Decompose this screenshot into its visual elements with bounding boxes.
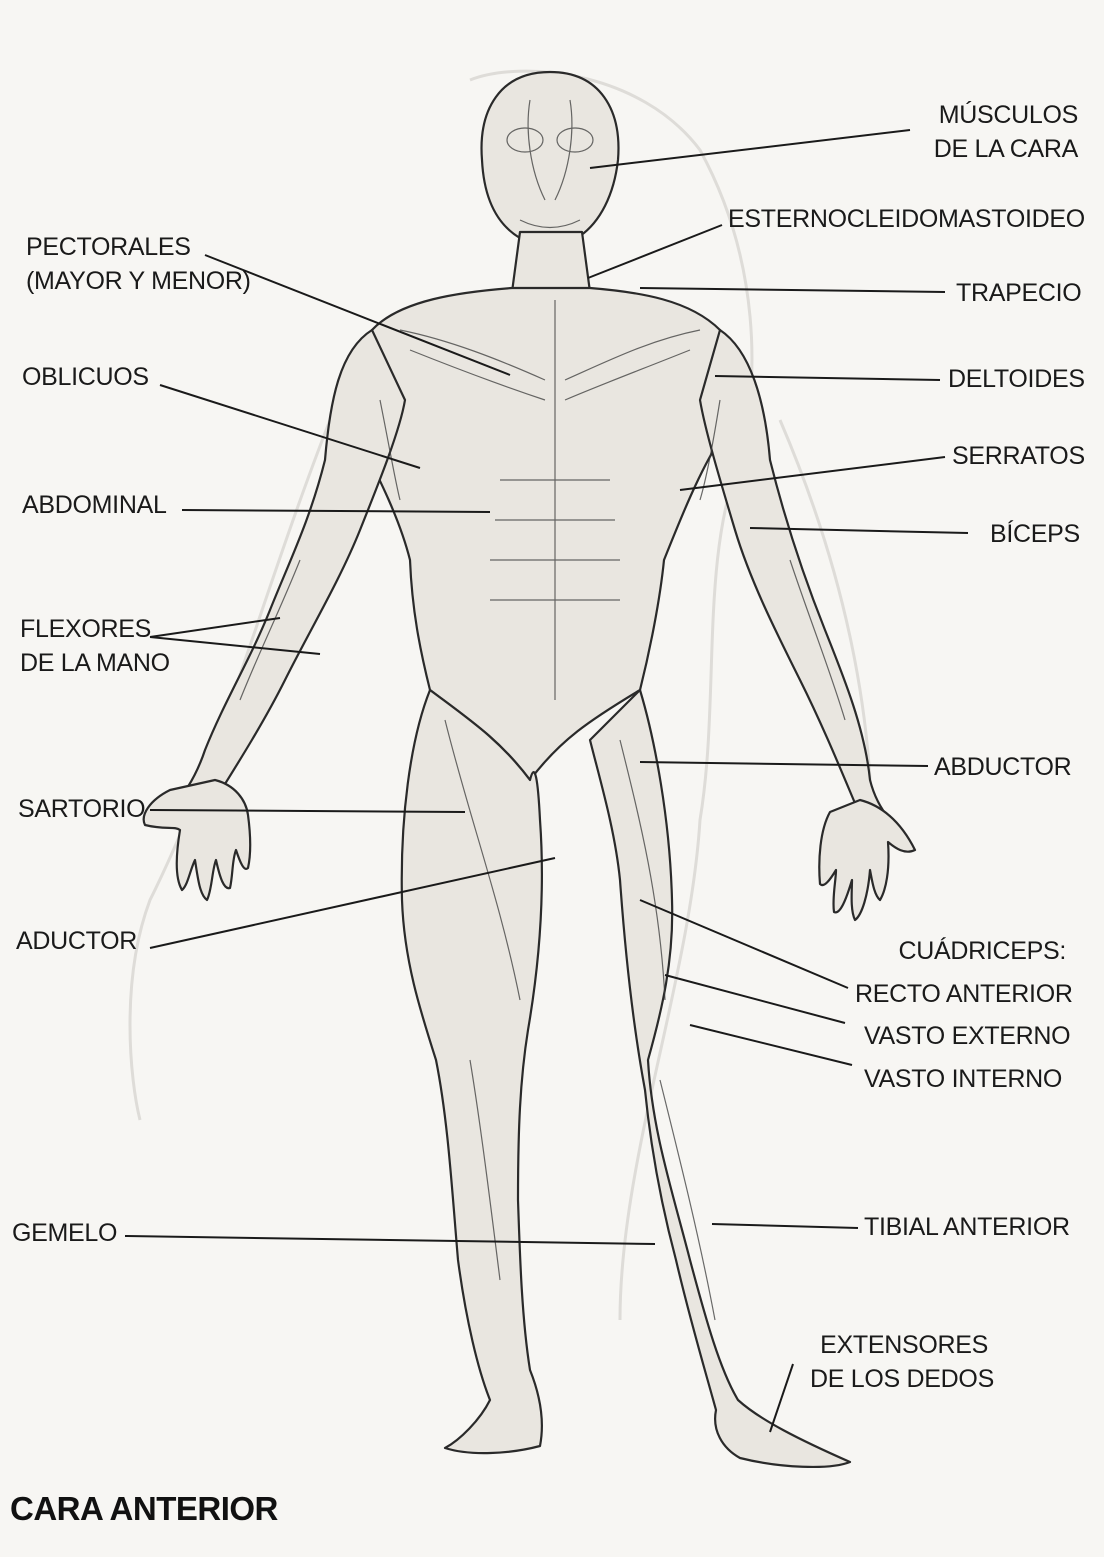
left-arm	[170, 330, 405, 815]
label-deltoides: DELTOIDES	[948, 362, 1085, 396]
label-abdominal: ABDOMINAL	[22, 488, 167, 522]
right-hand	[819, 800, 915, 920]
label-aductor: ADUCTOR	[16, 924, 137, 958]
label-esternocleidomastoideo: ESTERNOCLEIDOMASTOIDEO	[728, 202, 1085, 236]
label-musculos-cara-line1: MÚSCULOS	[900, 98, 1078, 132]
label-extensores-line1: EXTENSORES	[810, 1328, 988, 1362]
label-flexores-line2: DE LA MANO	[20, 646, 170, 680]
leader-gemelo	[125, 1236, 655, 1244]
label-pectorales-line1: PECTORALES	[26, 230, 251, 264]
leader-abductor	[640, 762, 928, 766]
label-musculos-cara-line2: DE LA CARA	[900, 132, 1078, 166]
label-gemelo: GEMELO	[12, 1216, 117, 1250]
label-abductor: ABDUCTOR	[934, 750, 1071, 784]
leader-vasto-interno	[690, 1025, 852, 1065]
label-serratos: SERRATOS	[952, 439, 1085, 473]
torso	[354, 288, 731, 780]
label-musculos-cara: MÚSCULOS DE LA CARA	[900, 98, 1078, 166]
label-flexores-line1: FLEXORES	[20, 612, 170, 646]
label-pectorales: PECTORALES (MAYOR Y MENOR)	[26, 230, 251, 298]
label-flexores: FLEXORES DE LA MANO	[20, 612, 170, 680]
label-extensores: EXTENSORES DE LOS DEDOS	[810, 1328, 994, 1396]
label-biceps: BÍCEPS	[990, 517, 1080, 551]
label-extensores-line2: DE LOS DEDOS	[810, 1362, 994, 1396]
leader-musculos-cara	[590, 130, 910, 168]
right-arm	[700, 330, 895, 829]
label-pectorales-line2: (MAYOR Y MENOR)	[26, 264, 251, 298]
label-tibial-anterior: TIBIAL ANTERIOR	[864, 1210, 1070, 1244]
head	[482, 72, 619, 244]
label-cuadriceps: CUÁDRICEPS:	[860, 934, 1066, 968]
label-trapecio: TRAPECIO	[956, 276, 1081, 310]
label-vasto-externo: VASTO EXTERNO	[864, 1019, 1070, 1053]
leader-extensores	[770, 1364, 793, 1432]
leader-esternocleidomastoideo	[588, 225, 722, 278]
label-vasto-interno: VASTO INTERNO	[864, 1062, 1062, 1096]
neck	[512, 232, 590, 292]
label-recto-anterior: RECTO ANTERIOR	[855, 977, 1073, 1011]
leader-vasto-externo	[665, 975, 845, 1023]
label-oblicuos: OBLICUOS	[22, 360, 149, 394]
leader-tibial-anterior	[712, 1224, 858, 1228]
muscle-figure	[144, 72, 915, 1467]
label-sartorio: SARTORIO	[18, 792, 145, 826]
leader-trapecio	[640, 288, 945, 292]
page-title: CARA ANTERIOR	[10, 1490, 278, 1528]
